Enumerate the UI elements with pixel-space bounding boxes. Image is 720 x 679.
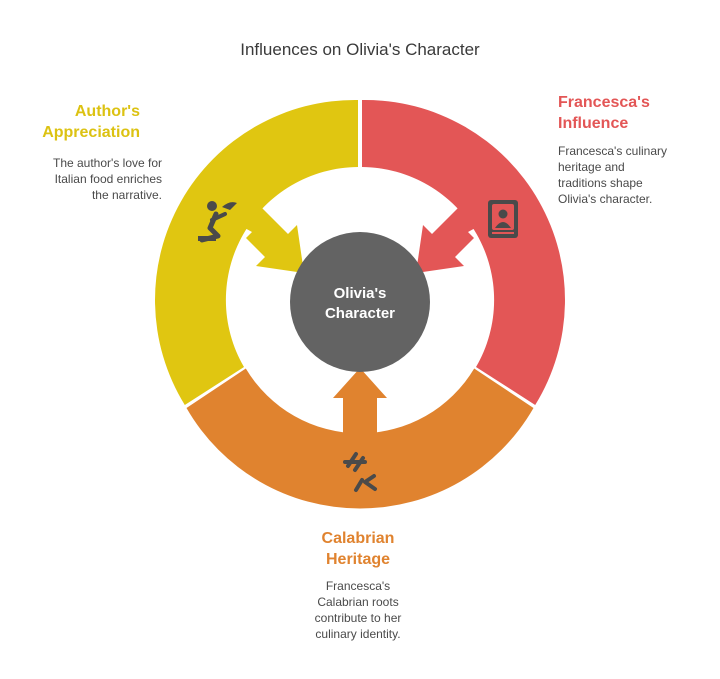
arrow-calabrian — [333, 368, 387, 440]
author-appreciation-description: The author's love for Italian food enric… — [20, 155, 162, 203]
description-line: culinary identity. — [315, 627, 401, 641]
description-line: The author's love for — [52, 156, 162, 170]
description-line: Calabrian roots — [317, 595, 399, 609]
profile-book-icon — [488, 200, 518, 238]
francesca-influence-heading: Francesca's Influence — [558, 92, 698, 134]
center-label-line: Character — [324, 305, 396, 322]
arrow-author — [243, 208, 304, 273]
description-line: Olivia's character. — [558, 192, 653, 206]
calabrian-heritage-description: Francesca's Calabrian roots contribute t… — [278, 578, 438, 642]
kneeling-person-icon — [198, 201, 237, 243]
segment-author — [155, 99, 358, 405]
heading-line: Author's — [74, 103, 140, 120]
heading-line: Influence — [558, 115, 629, 132]
center-node — [290, 232, 430, 372]
description-line: Francesca's culinary — [558, 144, 667, 158]
description-line: heritage and — [558, 160, 625, 174]
heading-line: Francesca's — [558, 94, 650, 111]
description-line: the narrative. — [91, 188, 162, 202]
description-line: Francesca's — [325, 579, 391, 593]
diagram-title: Influences on Olivia's Character — [240, 40, 480, 59]
center-label-line: Olivia's — [333, 285, 387, 302]
heading-line: Calabrian — [321, 530, 395, 547]
francesca-influence-description: Francesca's culinary heritage and tradit… — [558, 143, 698, 207]
segment-francesca — [362, 99, 565, 405]
calabrian-heritage-heading: Calabrian Heritage — [258, 528, 458, 570]
center-label: Olivia's Character — [290, 284, 430, 324]
description-line: Italian food enriches — [54, 172, 162, 186]
description-line: traditions shape — [558, 176, 643, 190]
rolling-pin-icon — [343, 452, 377, 492]
heading-line: Appreciation — [42, 124, 140, 141]
description-line: contribute to her — [314, 611, 402, 625]
author-appreciation-heading: Author's Appreciation — [20, 101, 140, 143]
arrow-francesca — [416, 208, 477, 273]
heading-line: Heritage — [325, 551, 391, 568]
